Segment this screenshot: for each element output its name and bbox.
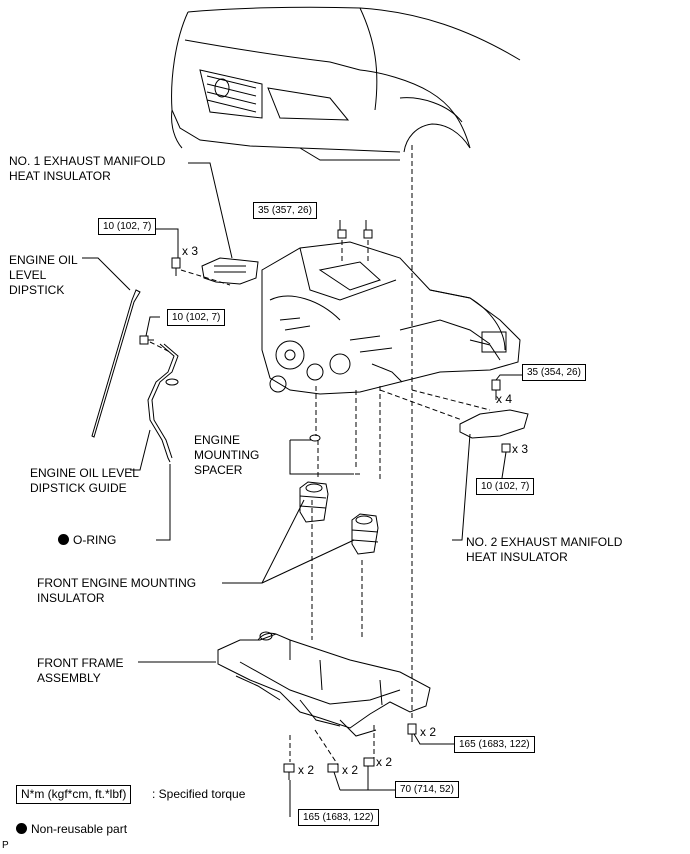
qty-frame-right-bolts: x 2 (420, 725, 437, 739)
oil-dipstick-label: ENGINE OIL LEVEL DIPSTICK (9, 253, 78, 298)
qty-no2-insulator-bolts: x 3 (512, 442, 529, 456)
corner-mark: P (2, 840, 9, 851)
qty-no1-insulator-bolts: x 3 (182, 244, 199, 258)
non-reusable-dot-icon (16, 823, 27, 834)
no2-heat-insulator-line2: HEAT INSULATOR (466, 550, 568, 564)
no1-heat-insulator (201, 257, 259, 285)
torque-box-dipstick-guide: 10 (102, 7) (167, 309, 226, 326)
oil-dipstick (91, 289, 141, 438)
qty-frame-left-bolts: x 2 (298, 763, 315, 777)
mounting-spacer-line3: SPACER (194, 463, 243, 477)
no2-heat-insulator-line1: NO. 2 EXHAUST MANIFOLD (466, 535, 623, 549)
mounting-spacer-label: ENGINE MOUNTING SPACER (194, 433, 259, 478)
bolts (139, 229, 511, 780)
oil-dipstick-line2: LEVEL (9, 268, 47, 282)
torque-box-transmission: 35 (354, 26) (522, 364, 586, 381)
no1-heat-insulator-line1: NO. 1 EXHAUST MANIFOLD (9, 154, 166, 168)
no2-heat-insulator (459, 409, 529, 439)
torque-box-frame-center: 70 (714, 52) (395, 781, 459, 798)
mounting-spacer-line1: ENGINE (194, 433, 241, 447)
dipstick-guide-line1: ENGINE OIL LEVEL (30, 466, 139, 480)
front-frame-assembly (217, 631, 431, 737)
dipstick-guide (147, 343, 175, 463)
front-frame-line1: FRONT FRAME (37, 656, 124, 670)
qty-transmission-bolts: x 4 (496, 392, 513, 406)
mounting-spacer-line2: MOUNTING (194, 448, 260, 462)
o-ring-text: O-RING (73, 533, 117, 547)
dipstick-guide-label: ENGINE OIL LEVEL DIPSTICK GUIDE (30, 466, 139, 496)
qty-frame-center-nuts: x 2 (342, 763, 359, 777)
non-reusable-dot-icon (58, 534, 69, 545)
front-mounting-insulator-line1: FRONT ENGINE MOUNTING (37, 576, 197, 590)
engine-assembly (261, 241, 521, 395)
engine-mounting-insulators (299, 481, 379, 555)
oil-dipstick-line1: ENGINE OIL (9, 253, 78, 267)
legend-torque-desc: : Specified torque (152, 787, 246, 801)
torque-box-engine-top: 35 (357, 26) (253, 202, 317, 219)
leader-lines (82, 162, 522, 817)
front-mounting-insulator-line2: INSULATOR (37, 591, 105, 605)
legend-torque-units: N*m (kgf*cm, ft.*lbf) (16, 785, 132, 804)
qty-frame-mount-nuts: x 2 (376, 755, 393, 769)
no1-heat-insulator-label: NO. 1 EXHAUST MANIFOLD HEAT INSULATOR (9, 154, 165, 184)
no2-heat-insulator-label: NO. 2 EXHAUST MANIFOLD HEAT INSULATOR (466, 535, 622, 565)
legend-non-reusable-text: Non-reusable part (31, 822, 128, 836)
torque-box-frame-right: 165 (1683, 122) (454, 736, 535, 753)
vehicle-front-outline (171, 6, 521, 161)
mounting-spacer-washer (309, 434, 321, 442)
no1-heat-insulator-line2: HEAT INSULATOR (9, 169, 111, 183)
o-ring-label: O-RING (58, 533, 116, 548)
torque-box-no1-insulator: 10 (102, 7) (98, 218, 157, 235)
torque-box-frame-left: 165 (1683, 122) (298, 809, 379, 826)
front-mounting-insulator-label: FRONT ENGINE MOUNTING INSULATOR (37, 576, 196, 606)
torque-box-no2-insulator: 10 (102, 7) (476, 478, 535, 495)
front-frame-label: FRONT FRAME ASSEMBLY (37, 656, 123, 686)
front-frame-line2: ASSEMBLY (37, 671, 101, 685)
oil-dipstick-line3: DIPSTICK (9, 283, 65, 297)
dipstick-guide-line2: DIPSTICK GUIDE (30, 481, 127, 495)
legend-non-reusable: Non-reusable part (16, 822, 127, 837)
